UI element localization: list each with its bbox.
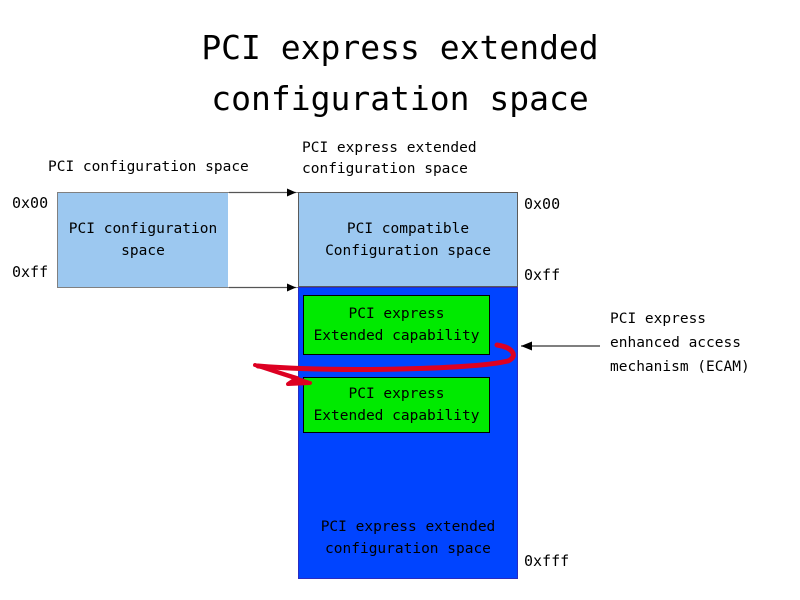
right-address-mid: 0xff <box>524 266 561 284</box>
right-column-caption: PCI express extended configuration space <box>302 140 477 177</box>
pci-express-extended-capability-box-2: PCI express Extended capability <box>303 377 490 433</box>
right-address-bottom: 0xfff <box>524 552 570 570</box>
mapping-gap-region <box>228 192 299 288</box>
ecam-caption: PCI express enhanced access mechanism (E… <box>610 311 750 375</box>
pci-express-extended-capability-box-1: PCI express Extended capability <box>303 295 490 355</box>
left-address-bottom: 0xff <box>12 263 49 281</box>
left-column-caption: PCI configuration space <box>48 159 249 175</box>
pci-compatible-configuration-space-box: PCI compatible Configuration space <box>298 192 518 287</box>
right-address-top: 0x00 <box>524 195 561 213</box>
page-title: PCI express extended configuration space <box>201 28 599 119</box>
left-address-top: 0x00 <box>12 194 49 212</box>
pci-configuration-space-box: PCI configuration space <box>57 192 229 288</box>
